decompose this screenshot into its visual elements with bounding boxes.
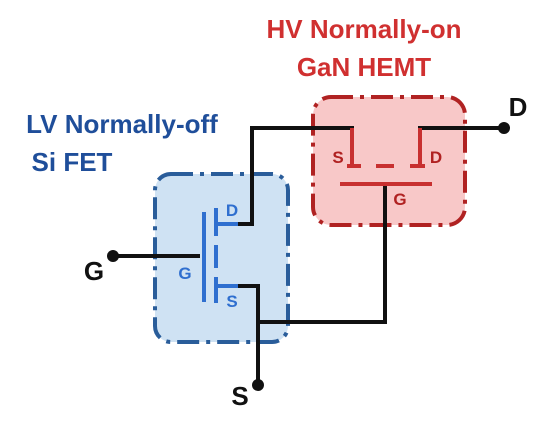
- hemt-source-pin-label: S: [332, 148, 343, 167]
- hemt-symbol: [340, 128, 432, 186]
- interconnect-wires: [112, 126, 504, 387]
- gate-terminal-label: G: [84, 256, 104, 286]
- fet-drain-pin-label: D: [226, 201, 238, 220]
- hv-title-line1: HV Normally-on: [266, 14, 461, 44]
- hemt-gate-pin-label: G: [393, 190, 406, 209]
- source-to-hemt-gate-wire: [256, 182, 387, 324]
- fet-source-pin-label: S: [226, 292, 237, 311]
- lv-title-line2: Si FET: [32, 147, 113, 177]
- hv-title-line2: GaN HEMT: [297, 52, 431, 82]
- lv-title-line1: LV Normally-off: [26, 109, 218, 139]
- gate-terminal-dot: [107, 250, 119, 262]
- source-terminal-label: S: [231, 381, 248, 411]
- hemt-drain-pin-label: D: [430, 148, 442, 167]
- source-terminal-dot: [252, 379, 264, 391]
- drain-terminal-dot: [498, 122, 510, 134]
- fet-source-to-s-wire: [236, 284, 260, 387]
- fet-gate-pin-label: G: [178, 264, 191, 283]
- fet-drain-to-hemt-source-wire: [233, 126, 354, 226]
- fet-symbol: [202, 208, 238, 303]
- drain-terminal-label: D: [509, 92, 528, 122]
